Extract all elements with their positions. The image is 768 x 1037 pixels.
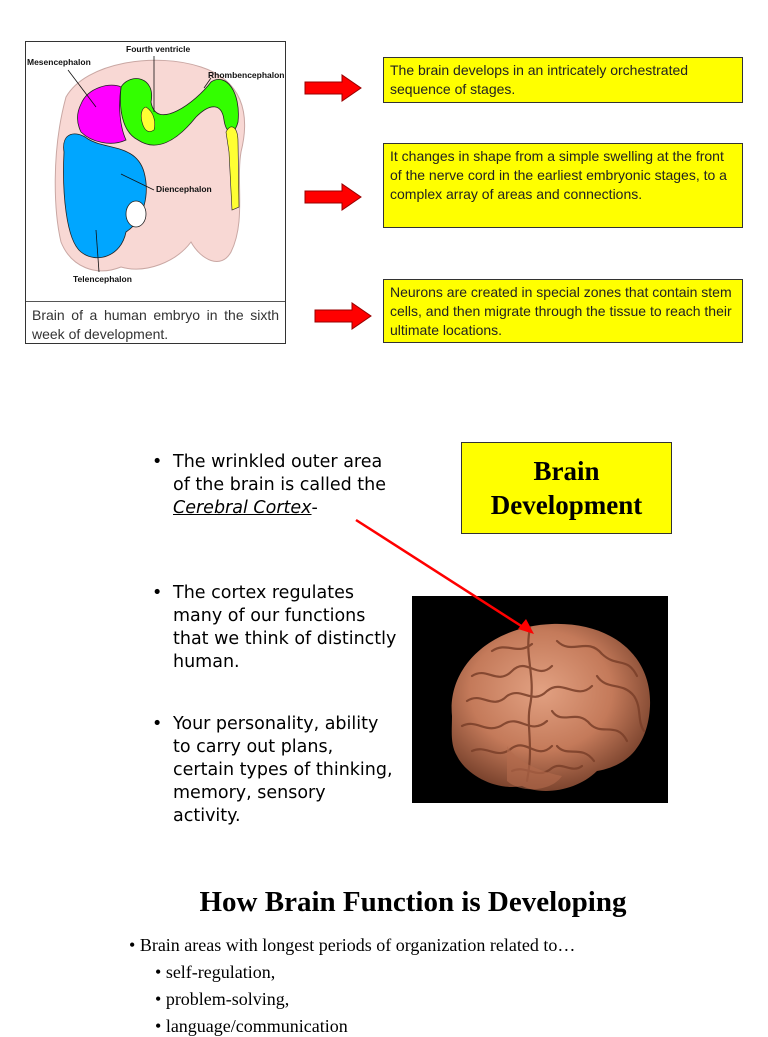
callout-neurons-text-2: , and then migrate through the tissue to… — [390, 303, 732, 338]
callout-stages: The brain develops in an intricately orc… — [383, 57, 743, 103]
callout-neurons-text-1: Neurons are created in special zones tha… — [390, 284, 702, 300]
bullet1-text: The wrinkled outer area of the brain is … — [173, 452, 387, 495]
function-item-text: language/communication — [165, 1016, 348, 1036]
function-heading: How Brain Function is Developing — [199, 886, 627, 918]
mesencephalon-shape — [77, 84, 127, 144]
right-arrow-icon — [314, 302, 372, 330]
function-item: • problem-solving, — [155, 989, 290, 1009]
callout-shape-change: It changes in shape from a simple swelli… — [383, 143, 743, 228]
bullet-personality: • Your personality, ability to carry out… — [152, 713, 397, 828]
label-mesencephalon: Mesencephalon — [27, 57, 91, 67]
function-item: • self-regulation, — [155, 962, 276, 982]
bullet-cerebral-cortex: • The wrinkled outer area of the brain i… — [152, 452, 387, 518]
label-telencephalon: Telencephalon — [73, 274, 132, 284]
function-item: • language/communication — [155, 1016, 348, 1036]
right-arrow-icon — [304, 74, 362, 102]
fourth-ventricle-shape — [140, 106, 156, 132]
diagram-caption: Brain of a human embryo in the sixth wee… — [26, 301, 285, 343]
function-intro: • Brain areas with longest periods of or… — [129, 935, 576, 955]
brain-photo — [412, 596, 668, 803]
spinal-band — [225, 126, 240, 211]
bullet-cortex-regulates: • The cortex regulates many of our funct… — [152, 583, 397, 672]
stem-cells-link[interactable]: stem cells — [390, 284, 732, 319]
label-fourth-ventricle: Fourth ventricle — [126, 44, 191, 54]
brain-image — [451, 623, 651, 791]
label-diencephalon: Diencephalon — [156, 184, 212, 194]
title-line-1: Brain — [533, 456, 600, 486]
right-arrow-icon — [304, 183, 362, 211]
optic-vesicle — [125, 200, 147, 228]
function-item-text: problem-solving, — [165, 989, 290, 1009]
title-line-2: Development — [490, 490, 643, 520]
bullet1-suffix: - — [311, 498, 318, 518]
cerebral-cortex-term: Cerebral Cortex — [173, 498, 312, 518]
brain-development-title: Brain Development — [461, 442, 672, 534]
function-intro-text: Brain areas with longest periods of orga… — [139, 935, 576, 955]
bullet3-text: Your personality, ability to carry out p… — [173, 714, 393, 826]
label-rhombencephalon: Rhombencephalon — [208, 70, 285, 80]
callout-neurons: Neurons are created in special zones tha… — [383, 279, 743, 343]
pointer-arrow — [355, 518, 534, 634]
function-item-text: self-regulation, — [165, 962, 276, 982]
embryo-brain-diagram: Fourth ventricle Mesencephalon Rhombence… — [25, 41, 286, 344]
embryo-illustration: Fourth ventricle Mesencephalon Rhombence… — [27, 44, 285, 284]
bullet2-text: The cortex regulates many of our functio… — [173, 583, 397, 672]
